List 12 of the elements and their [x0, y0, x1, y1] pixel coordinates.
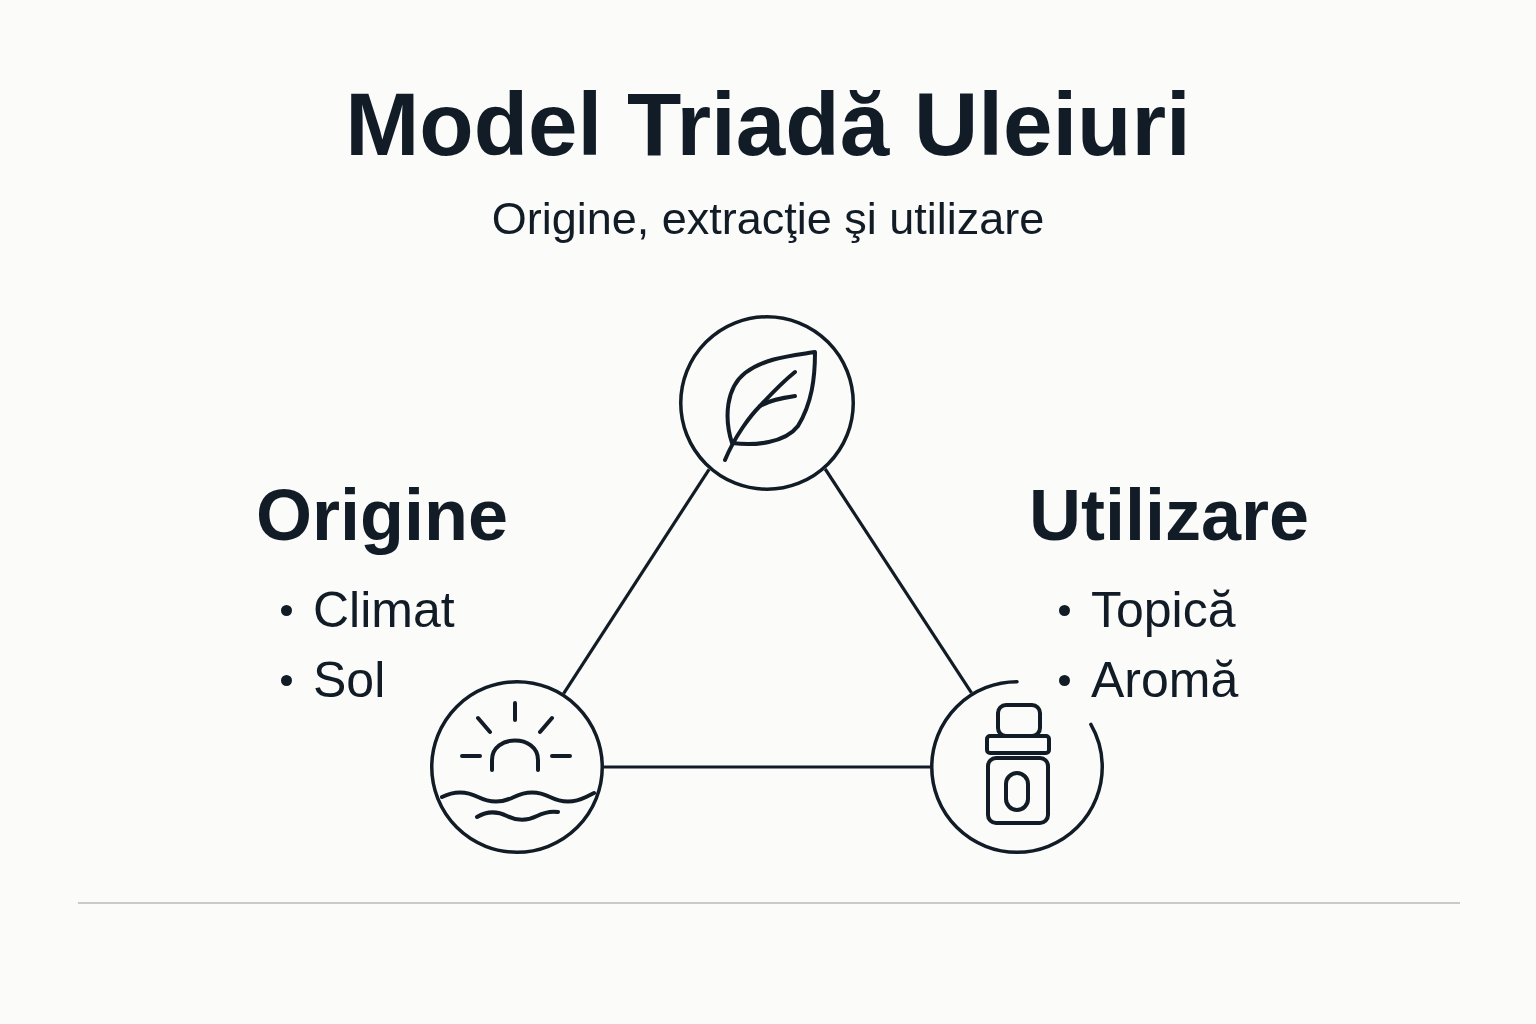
connector-line	[562, 468, 711, 695]
circle-node	[679, 315, 855, 491]
circle-node	[430, 680, 604, 854]
subtitle: Origine, extracţie şi utilizare	[491, 196, 1045, 241]
connector-line	[604, 765, 930, 769]
section-heading: Utilizare	[1029, 479, 1310, 551]
list-item-text: Sol	[313, 655, 386, 705]
list-item-text: Aromă	[1091, 655, 1239, 705]
list-item-text: Topică	[1091, 585, 1236, 635]
connector-line	[823, 468, 973, 694]
diagram-title: Model Triadă Uleiuri	[345, 80, 1191, 169]
list-item-text: Climat	[313, 585, 455, 635]
